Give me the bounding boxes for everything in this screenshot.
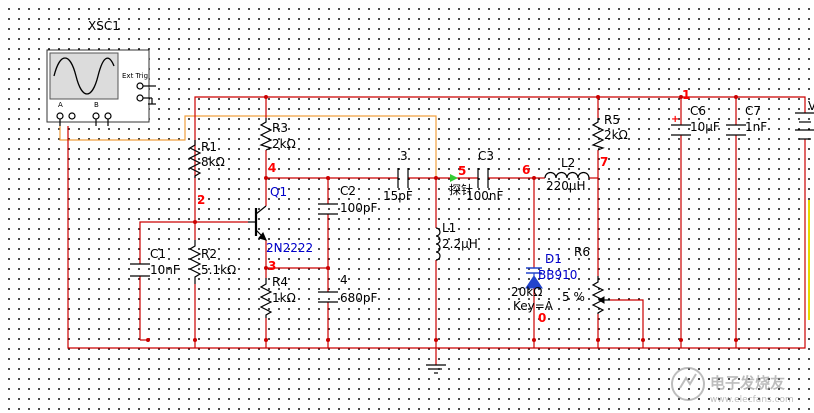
r3-value: 2kΩ — [272, 137, 296, 151]
c4-value: 680pF — [340, 291, 378, 305]
scope-name: XSC1 — [88, 19, 120, 33]
potentiometer-r6[interactable] — [591, 276, 610, 314]
watermark-url: www.elecfans.com — [710, 395, 794, 405]
capacitor-c4[interactable] — [318, 291, 338, 303]
c4-ref: 4 — [340, 273, 348, 287]
capacitor-c3[interactable] — [477, 168, 489, 188]
probe-label: 探针 — [449, 182, 473, 197]
junctions — [146, 95, 738, 342]
inductor-l1[interactable] — [435, 227, 441, 261]
q1-ref: Q1 — [270, 185, 287, 199]
c6-polarity-icon: + — [671, 114, 679, 125]
node-label-6: 6 — [522, 163, 530, 177]
inductor-l2[interactable] — [544, 171, 590, 179]
l2-value: 220µH — [546, 179, 586, 193]
r1-value: 8kΩ — [201, 155, 225, 169]
node-label-0: 0 — [538, 311, 546, 325]
channel-a-label: A — [58, 101, 63, 109]
battery-v1[interactable] — [795, 112, 814, 140]
v1-ref: V — [808, 99, 814, 113]
scope-terminals — [56, 82, 156, 126]
resistor-r1[interactable] — [188, 140, 202, 178]
r6-key: Key=A — [513, 299, 554, 313]
watermark: 电子发烧友 www.elecfans.com — [671, 367, 794, 405]
q1-value: 2N2222 — [266, 241, 313, 255]
resistor-r2[interactable] — [188, 240, 202, 284]
wires — [67, 96, 806, 365]
r6-value: 20kΩ — [511, 285, 542, 299]
c1-ref: C1 — [150, 247, 166, 261]
capacitor-c1[interactable] — [130, 263, 150, 277]
varactor-d1[interactable] — [525, 267, 543, 289]
transistor-q1[interactable] — [248, 205, 267, 241]
c5-value: 15pF — [383, 189, 413, 203]
l2-ref: L2 — [561, 156, 575, 170]
resistor-r5[interactable] — [591, 118, 605, 151]
c2-ref: C2 — [340, 184, 356, 198]
capacitor-c7[interactable] — [726, 124, 746, 136]
c2-value: 100pF — [340, 201, 378, 215]
node-label-4: 4 — [268, 161, 276, 175]
node-label-7: 7 — [600, 155, 608, 169]
node-label-3: 3 — [268, 259, 276, 273]
c3-value: 100nF — [466, 189, 504, 203]
c7-ref: C7 — [745, 104, 761, 118]
d1-value: BB910 — [538, 268, 577, 282]
ground-icon — [426, 364, 446, 374]
r6-ref: R6 — [574, 245, 590, 259]
r5-ref: R5 — [604, 113, 620, 127]
ext-trig-label: Ext Trig — [122, 72, 148, 80]
probe-arrow-icon — [450, 174, 458, 182]
c6-value: 10µF — [690, 120, 720, 134]
l1-value: 2.2µH — [442, 237, 478, 251]
node-label-5: 5 — [458, 164, 466, 178]
r4-ref: R4 — [272, 275, 288, 289]
node-label-1: 1 — [682, 88, 690, 102]
c5-ref: 3 — [400, 149, 408, 163]
watermark-text: 电子发烧友 — [710, 374, 785, 392]
c6-ref: C6 — [690, 104, 706, 118]
l1-ref: L1 — [442, 221, 456, 235]
channel-b-label: B — [94, 101, 99, 109]
r5-value: 2kΩ — [604, 128, 628, 142]
capacitor-c2[interactable] — [318, 203, 338, 215]
resistor-r3[interactable] — [259, 118, 273, 151]
c1-value: 10nF — [150, 263, 180, 277]
r3-ref: R3 — [272, 121, 288, 135]
capacitor-c6[interactable] — [671, 124, 691, 136]
d1-ref: D1 — [545, 252, 562, 266]
r4-value: 1kΩ — [272, 291, 296, 305]
resistor-r4[interactable] — [259, 278, 273, 318]
r6-percent: 5 % — [562, 290, 585, 304]
node-label-2: 2 — [197, 193, 205, 207]
r1-ref: R1 — [201, 140, 217, 154]
r2-value: 5.1kΩ — [201, 263, 236, 277]
probe-wire — [59, 115, 437, 178]
capacitor-c5[interactable] — [397, 168, 409, 188]
c7-value: 1nF — [745, 120, 767, 134]
oscilloscope[interactable] — [46, 49, 150, 123]
r2-ref: R2 — [201, 247, 217, 261]
sine-wave-icon — [53, 57, 115, 95]
c3-ref: C3 — [478, 149, 494, 163]
